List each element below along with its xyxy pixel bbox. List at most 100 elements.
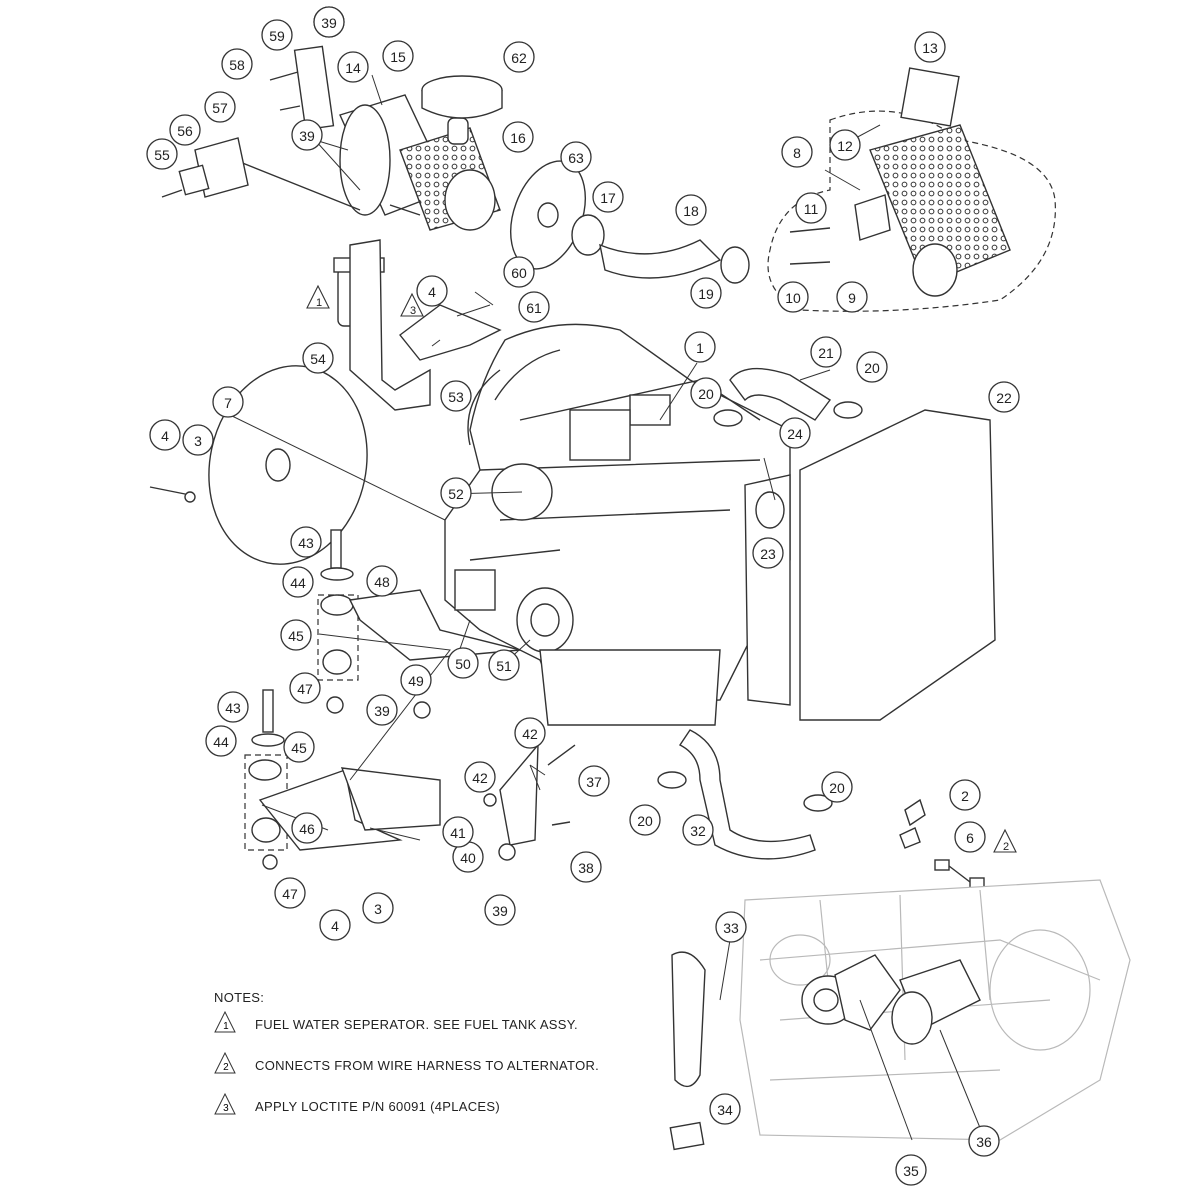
callout-label: 23 [760,546,776,562]
callout-label: 20 [698,386,714,402]
note-flag-1-icon: 1 [306,284,330,309]
callout-circle [289,672,321,704]
callout-label: 60 [511,265,527,281]
callout-bubbles: 1234678910111213141516171819202122232432… [146,6,1020,1186]
fittings-drawing [899,798,985,889]
callout-label: 55 [154,147,170,163]
callout-circle [895,1154,927,1186]
callout-circle [781,136,813,168]
callout-circle [629,804,661,836]
callout-3: 3 [182,424,214,456]
callout-circle [836,281,868,313]
callout-label: 44 [290,575,306,591]
callout-label: 58 [229,57,245,73]
callout-label: 22 [996,390,1012,406]
callout-circle [302,342,334,374]
callout-6: 6 [954,821,986,853]
callout-12: 12 [829,129,861,161]
callout-3: 3 [362,892,394,924]
callout-61: 61 [518,291,550,323]
callout-circle [291,119,323,151]
air-cleaner-cover-drawing [421,75,503,119]
warning-triangle-icon: 2 [214,1052,236,1074]
callout-label: 54 [310,351,326,367]
callout-circle [440,380,472,412]
callout-circle [221,48,253,80]
callout-2: 2 [949,779,981,811]
callout-9: 9 [836,281,868,313]
callout-17: 17 [592,181,624,213]
callout-circle [779,417,811,449]
callout-label: 42 [522,726,538,742]
callout-57: 57 [204,91,236,123]
callout-19: 19 [690,277,722,309]
callout-circle [560,141,592,173]
callout-46: 46 [291,812,323,844]
callout-55: 55 [146,138,178,170]
callout-label: 57 [212,100,228,116]
part-drawings [149,45,1131,1151]
callout-label: 45 [291,740,307,756]
callout-label: 21 [818,345,834,361]
callout-label: 3 [194,433,202,449]
callout-39: 39 [366,694,398,726]
callout-label: 13 [922,40,938,56]
fuel-filter-bracket-drawing [333,239,502,411]
callout-circle [204,91,236,123]
callout-circle [578,765,610,797]
callout-circle [440,477,472,509]
air-cleaner-drawing [234,45,501,231]
callout-label: 33 [723,920,739,936]
callout-label: 41 [450,825,466,841]
callout-24: 24 [779,417,811,449]
callout-label: 12 [837,138,853,154]
callout-circle [752,537,784,569]
callout-circle [146,138,178,170]
callout-label: 19 [698,286,714,302]
callout-label: 45 [288,628,304,644]
svg-text:3: 3 [223,1103,229,1114]
callout-circle [337,51,369,83]
callout-47: 47 [274,877,306,909]
radiator-drawing [744,409,996,721]
callout-43: 43 [217,691,249,723]
callout-39: 39 [313,6,345,38]
callout-20: 20 [856,351,888,383]
callout-circle [416,275,448,307]
callout-circle [212,386,244,418]
callout-circle [464,761,496,793]
callout-circle [442,816,474,848]
callout-label: 36 [976,1134,992,1150]
callout-circle [400,664,432,696]
callout-35: 35 [895,1154,927,1186]
callout-circle [675,194,707,226]
callout-circle [217,691,249,723]
callout-14: 14 [337,51,369,83]
callout-circle [488,649,520,681]
note-flag-3-icon: 3 [400,292,424,317]
warning-triangle-icon: 3 [214,1093,236,1115]
callout-43: 43 [290,526,322,558]
callout-circle [810,336,842,368]
note-flags: 123 [306,284,1017,853]
callout-circle [182,424,214,456]
callout-circle [502,121,534,153]
note-text: CONNECTS FROM WIRE HARNESS TO ALTERNATOR… [255,1058,600,1073]
callout-circle [484,894,516,926]
callout-53: 53 [440,380,472,412]
callout-label: 61 [526,300,542,316]
note-flag-label: 3 [410,305,416,317]
callout-circle [684,331,716,363]
callout-label: 49 [408,673,424,689]
callout-label: 24 [787,426,803,442]
notes-title: NOTES: [214,990,265,1005]
callout-44: 44 [282,566,314,598]
note-flag-label: 2 [1003,841,1009,853]
callout-58: 58 [221,48,253,80]
callout-38: 38 [570,851,602,883]
callout-label: 4 [428,284,436,300]
callout-circle [949,779,981,811]
callout-label: 40 [460,850,476,866]
callout-47: 47 [289,672,321,704]
callout-label: 6 [966,830,974,846]
